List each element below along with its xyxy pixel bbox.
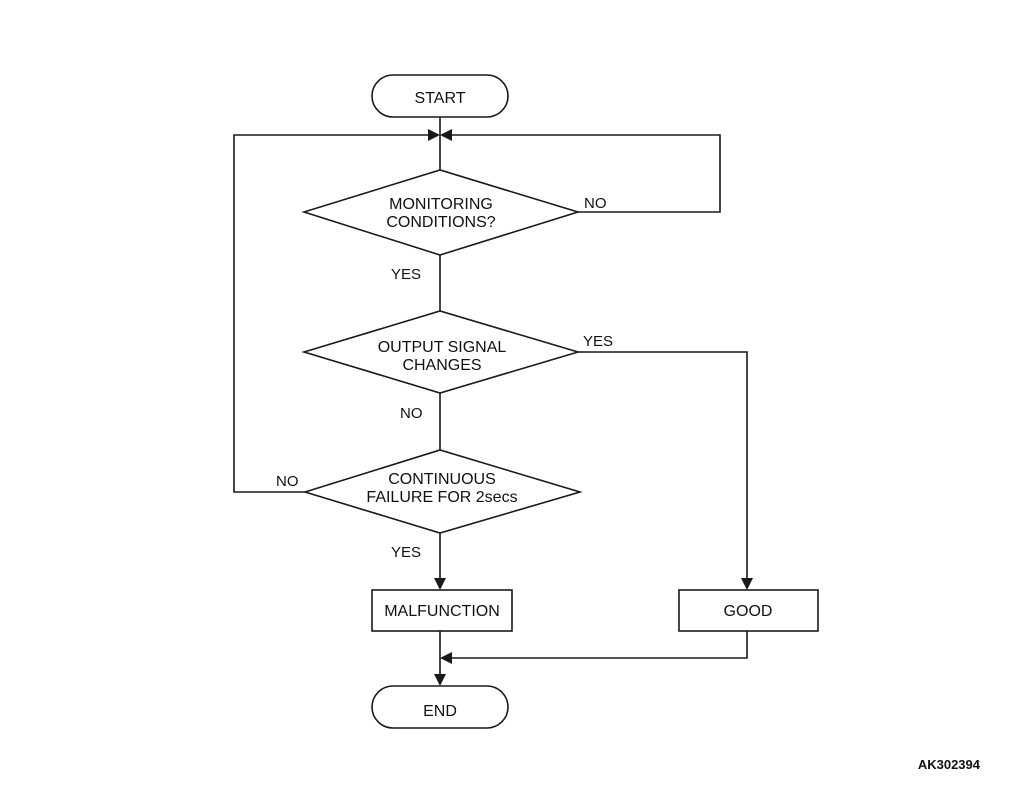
connector-monitoring-no-loop [447,134,721,213]
end-label: END [423,703,457,720]
end-terminal: END [371,685,509,729]
edge-label-monitoring-yes: YES [391,266,421,283]
good-label: GOOD [724,603,773,620]
figure-id: AK302394 [918,757,981,772]
malfunction-label: MALFUNCTION [384,603,500,620]
edge-label-monitoring-no: NO [584,195,607,212]
malfunction-box: MALFUNCTION [371,589,513,632]
output-signal-label-line2: CHANGES [402,357,481,374]
monitoring-label-line1: MONITORING [389,196,493,213]
decision-monitoring-conditions: MONITORING CONDITIONS? [301,169,581,256]
output-signal-label-line1: OUTPUT SIGNAL [378,339,507,356]
connector-failure-no-loop [233,134,433,493]
connector-good-to-end [452,631,748,659]
edge-label-failure-no: NO [276,473,299,490]
arrowhead-no-loop-right [440,129,452,141]
decision-output-signal-changes: OUTPUT SIGNAL CHANGES [301,310,581,394]
connector-output-yes [578,351,748,582]
continuous-failure-label-line1: CONTINUOUS [388,471,496,488]
arrowhead-into-malfunction [434,578,446,590]
arrowhead-merge [440,652,452,664]
decision-continuous-failure: CONTINUOUS FAILURE FOR 2secs [302,449,583,534]
arrowhead-no-loop-left [428,129,440,141]
good-box: GOOD [678,589,819,632]
start-label: START [415,90,466,107]
continuous-failure-label-line2: FAILURE FOR 2secs [366,489,517,506]
monitoring-label-line2: CONDITIONS? [386,214,495,231]
edge-label-output-no: NO [400,405,423,422]
edge-label-failure-yes: YES [391,544,421,561]
arrowhead-into-end [434,674,446,686]
start-terminal: START [371,74,509,118]
arrowhead-into-good [741,578,753,590]
edge-label-output-yes: YES [583,333,613,350]
connectors [233,117,748,678]
